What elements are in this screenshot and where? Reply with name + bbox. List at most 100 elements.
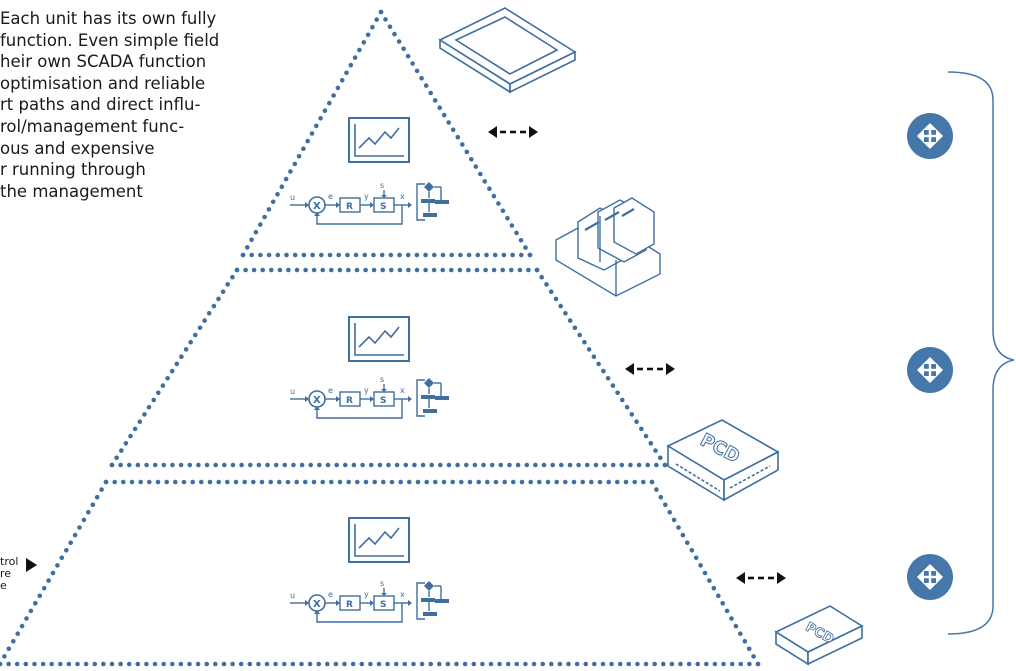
outline-dot (385, 661, 390, 667)
outline-dot (392, 31, 397, 37)
outline-dot (563, 479, 568, 485)
outline-dot (32, 661, 37, 667)
outline-dot (576, 462, 581, 468)
pyramid-outline (0, 9, 761, 667)
outline-dot (423, 267, 428, 273)
outline-dot (292, 252, 298, 258)
outline-dot (480, 661, 485, 667)
outline-dot (410, 61, 415, 66)
outline-dot (593, 462, 599, 468)
outline-dot (597, 479, 603, 485)
outline-dot (397, 267, 403, 273)
outline-dot (455, 462, 460, 468)
outline-dot (216, 296, 221, 302)
outline-dot (294, 267, 300, 273)
outline-dot (248, 462, 253, 468)
outline-dot (528, 479, 533, 485)
outline-dot (383, 17, 388, 22)
outline-dot (533, 462, 538, 468)
outline-dot (164, 479, 169, 485)
outline-dot (386, 462, 391, 468)
control-loop-icon (289, 578, 413, 623)
outline-dot (128, 433, 133, 439)
outline-dot (81, 517, 87, 523)
outline-dot (523, 245, 528, 250)
outline-dot (144, 661, 149, 667)
outline-dot (59, 555, 65, 561)
outline-dot (245, 245, 250, 250)
outline-dot (693, 555, 699, 561)
network-node-icon (905, 111, 955, 161)
outline-dot (273, 661, 278, 667)
outline-dot (707, 578, 712, 583)
outline-dot (314, 123, 319, 129)
outline-dot (423, 252, 428, 258)
outline-dot (428, 661, 434, 667)
outline-dot (357, 47, 362, 53)
outline-dot (320, 267, 326, 273)
outline-dot (118, 462, 123, 468)
outline-dot (615, 479, 620, 485)
outline-dot (286, 267, 291, 273)
outline-dot (471, 661, 477, 667)
outline-dot (511, 479, 516, 485)
outline-dot (365, 32, 371, 38)
side-note-line: trol (0, 555, 19, 568)
outline-dot (496, 201, 501, 206)
outline-dot (720, 601, 725, 606)
outline-dot (259, 479, 265, 485)
outline-dot (429, 462, 435, 468)
outline-dot (204, 462, 210, 468)
control-loop-icon (289, 374, 413, 419)
outline-dot (610, 383, 616, 388)
outline-dot (294, 479, 300, 485)
outline-dot (335, 85, 341, 91)
outline-dot (414, 267, 420, 273)
outline-dot (275, 192, 280, 197)
touch-panel-device-icon (438, 7, 577, 94)
outline-dot (405, 53, 411, 59)
outline-dot (283, 176, 289, 182)
outline-dot (174, 361, 180, 367)
outline-dot (147, 479, 152, 485)
outline-dot (308, 462, 314, 468)
outline-dot (428, 90, 434, 96)
outline-dot (678, 661, 683, 667)
outline-dot (343, 462, 348, 468)
grouping-brace (947, 71, 1015, 635)
outline-dot (270, 199, 276, 205)
outline-dot (406, 267, 411, 273)
outline-dot (388, 252, 394, 258)
outline-dot (301, 146, 306, 151)
outline-dot (509, 267, 514, 273)
outline-dot (432, 98, 438, 103)
outline-dot (197, 325, 203, 331)
outline-dot (509, 223, 515, 228)
outline-dot (127, 462, 132, 468)
outline-dot (601, 368, 606, 374)
outline-dot (531, 661, 537, 667)
outline-dot (371, 267, 377, 273)
outline-dot (519, 479, 525, 485)
outline-dot (273, 462, 279, 468)
outline-dot (170, 661, 175, 667)
outline-dot (266, 207, 272, 212)
outline-dot (606, 479, 611, 485)
outline-dot (491, 193, 497, 199)
outline-dot (724, 608, 730, 614)
outline-dot (199, 479, 204, 485)
outline-dot (567, 318, 573, 323)
side-note: trol re e (0, 556, 18, 592)
outline-dot (645, 462, 650, 468)
outline-dot (40, 661, 46, 667)
outline-dot (397, 252, 402, 258)
outline-dot (523, 661, 528, 667)
outline-dot (152, 661, 158, 667)
outline-dot (554, 479, 559, 485)
outline-dot (654, 462, 659, 468)
outline-dot (493, 479, 499, 485)
outline-dot (329, 267, 334, 273)
outline-dot (336, 252, 342, 258)
outline-dot (524, 462, 530, 468)
